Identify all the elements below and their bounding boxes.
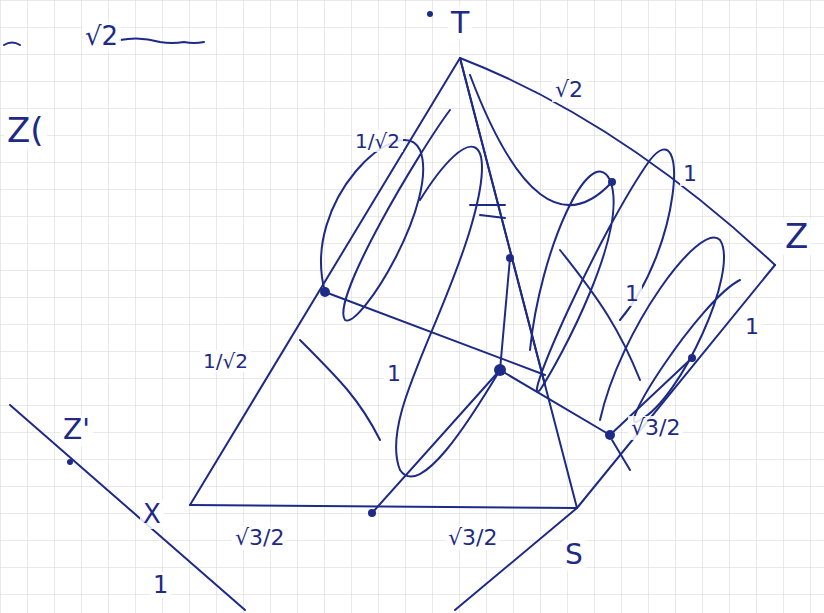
length-label: 1 — [680, 162, 700, 186]
length-label: √3/2 — [628, 416, 683, 440]
points — [67, 11, 696, 517]
length-label: 1 — [742, 315, 762, 339]
length-label: √3/2 — [232, 526, 287, 550]
length-label: 1 — [150, 572, 171, 598]
note-text: √2 — [82, 22, 121, 51]
length-label: √3/2 — [445, 526, 500, 550]
length-label: 1 — [384, 362, 404, 386]
note-text: Z( — [4, 112, 47, 149]
vertex-label: T — [448, 6, 472, 39]
length-label: 1/√2 — [352, 130, 403, 152]
ink-lines — [4, 38, 775, 610]
vertex-label: X — [140, 500, 164, 529]
length-label: 1/√2 — [200, 350, 251, 372]
length-label: 1 — [622, 282, 642, 306]
vertex-label: Z — [782, 218, 811, 255]
vertex-label: S — [562, 540, 586, 571]
point-label: Z' — [60, 415, 93, 446]
length-label: √2 — [552, 78, 586, 102]
